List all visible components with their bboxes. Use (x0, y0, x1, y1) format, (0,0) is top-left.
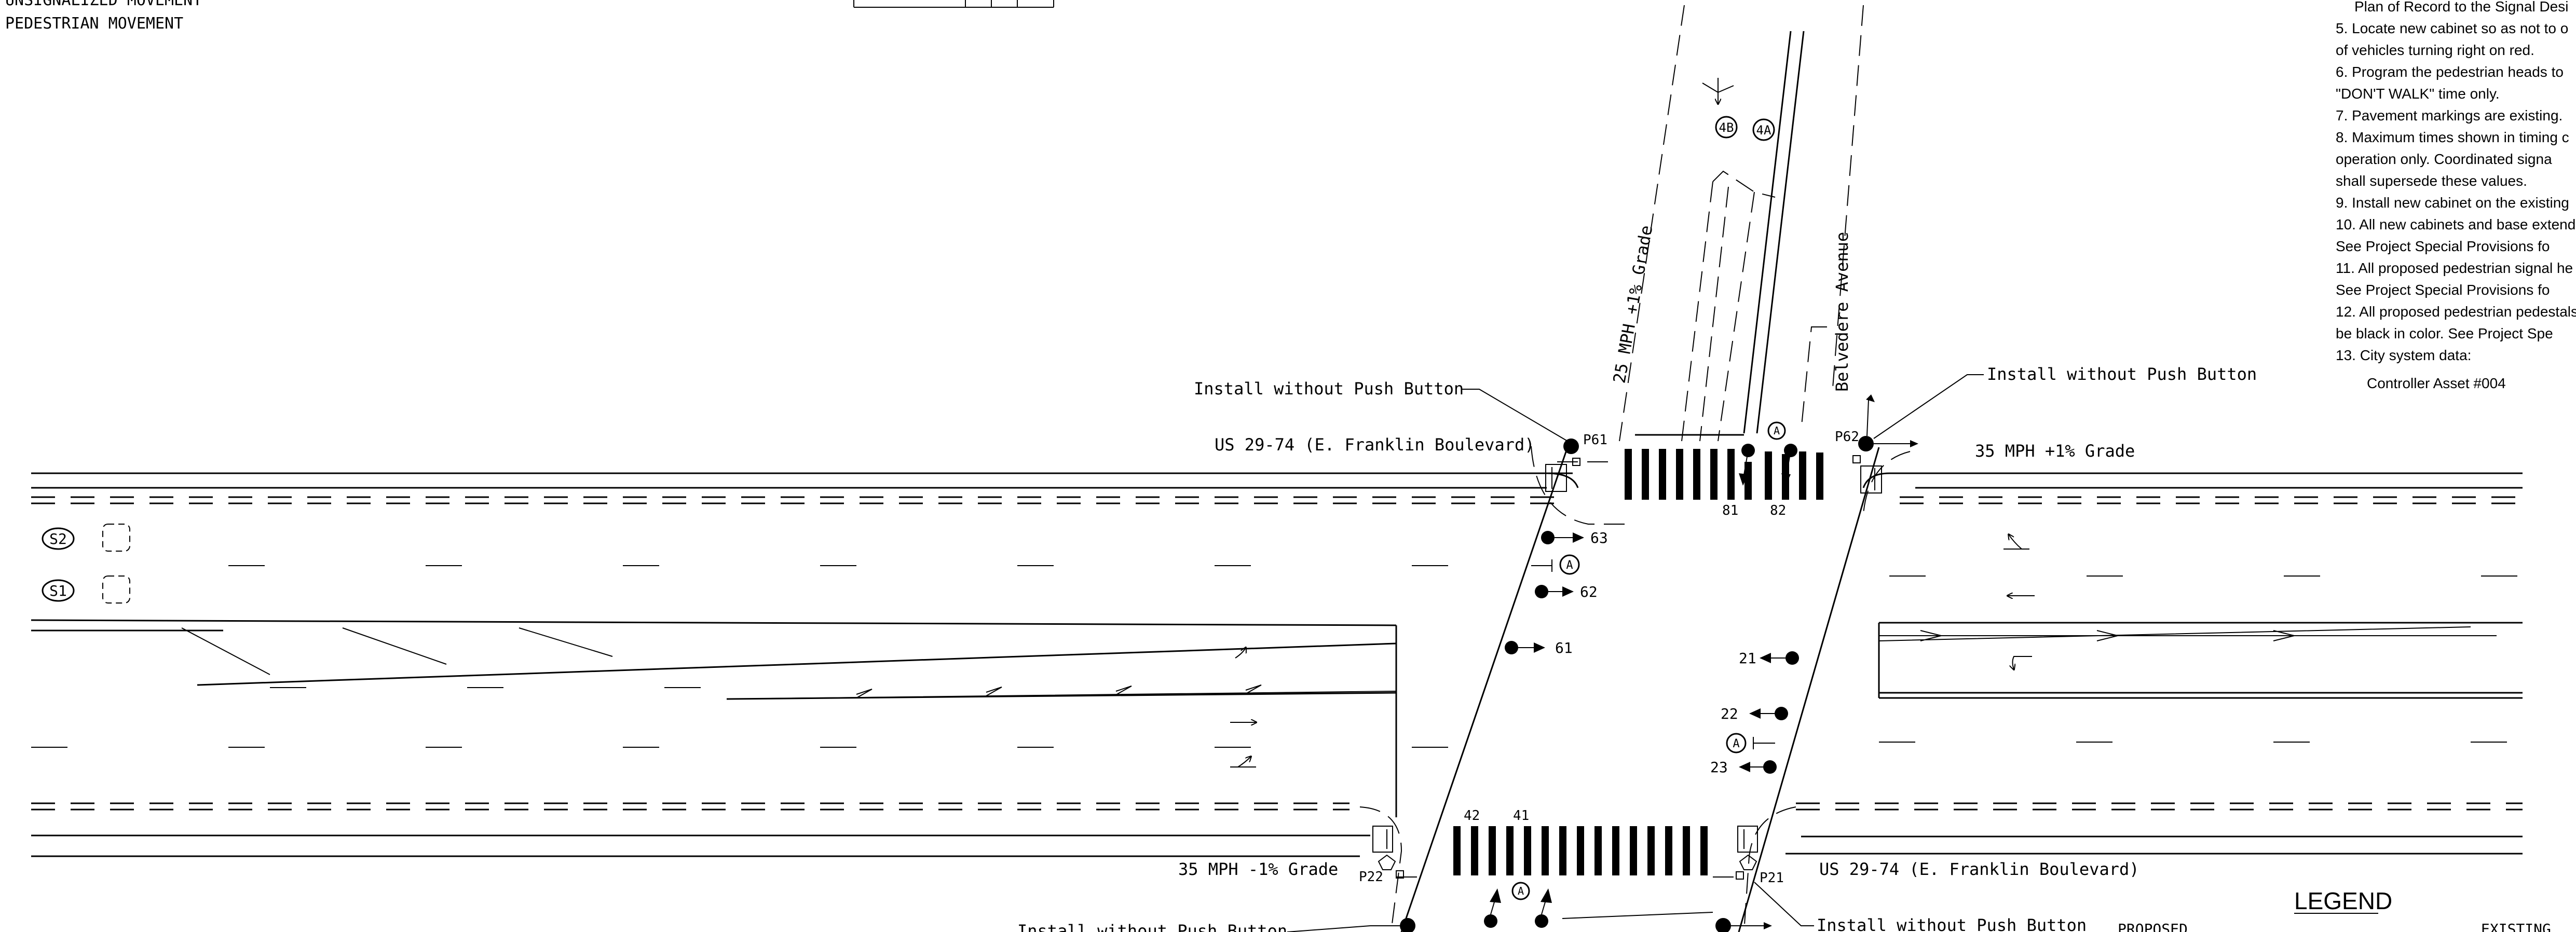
signal-head-63: 63 (1541, 529, 1608, 546)
svg-text:A: A (1774, 424, 1780, 437)
svg-text:22: 22 (1721, 705, 1738, 722)
note-line: shall supersede these values. (2336, 173, 2527, 189)
svg-text:Install without Push Button: Install without Push Button (1194, 379, 1464, 399)
note-line: Controller Asset #004 (2367, 375, 2506, 391)
signal-head-22: 22 (1721, 705, 1788, 722)
signal-head-41: 41 A (1511, 808, 1552, 928)
grade-label-east: 35 MPH +1% Grade (1975, 441, 2135, 461)
callout-sw: Install without Push Button (1017, 921, 1371, 932)
svg-text:P61: P61 (1583, 432, 1607, 448)
signal-head-82: 82 A (1767, 421, 1797, 518)
svg-text:A: A (1733, 737, 1739, 750)
svg-text:23: 23 (1710, 759, 1728, 776)
legend-title: LEGEND (2294, 887, 2392, 914)
marker-a-west: A (1531, 554, 1580, 575)
svg-text:21: 21 (1739, 650, 1756, 667)
signal-head-label-41: 41 (1513, 808, 1529, 824)
belvedere-avenue-leg: 4B 4A (1619, 5, 1864, 442)
ped-head-p61: P61 (1545, 432, 1609, 492)
grade-label-north: 25 MPH +1% Grade (1609, 224, 1656, 385)
svg-text:A: A (1566, 559, 1573, 572)
svg-text:Install without Push Button: Install without Push Button (1017, 921, 1287, 932)
street-label-us29-north: US 29-74 (E. Franklin Boulevard) (1215, 435, 1535, 455)
signal-head-42: 42 (1464, 808, 1501, 928)
callout-nw: Install without Push Button (1194, 379, 1568, 442)
street-label-us29-south: US 29-74 (E. Franklin Boulevard) (1819, 859, 2139, 879)
legend-note-unsignalized: UNSIGNALIZED MOVEMENT (5, 0, 202, 9)
ped-head-p21: P21 (1562, 826, 1784, 932)
svg-text:S1: S1 (49, 582, 67, 599)
signal-head-62: 62 (1535, 583, 1598, 600)
street-label-belvedere: Belvedere Avenue (1832, 232, 1852, 392)
svg-text:S2: S2 (49, 530, 67, 547)
signal-head-61: 61 (1505, 639, 1573, 656)
signal-head-23: 23 (1710, 759, 1777, 776)
south-crosswalk (1453, 826, 1708, 875)
svg-text:P22: P22 (1359, 869, 1383, 885)
svg-text:P62: P62 (1835, 429, 1859, 445)
svg-text:62: 62 (1580, 583, 1598, 600)
svg-text:A: A (1518, 885, 1524, 897)
us29-roadway (31, 472, 2523, 857)
note-line: 8. Maximum times shown in timing c (2336, 129, 2569, 145)
note-line: See Project Special Provisions fo (2336, 282, 2550, 298)
lane-marker-s2: S2 (42, 524, 130, 552)
legend-note-pedestrian: PEDESTRIAN MOVEMENT (5, 15, 183, 33)
signal-head-21: 21 (1739, 650, 1799, 667)
timing-table-fragment (853, 0, 1054, 8)
ped-head-p22: P22 (1359, 826, 1417, 932)
note-line: 12. All proposed pedestrian pedestals (2336, 304, 2576, 320)
legend-block: LEGEND PROPOSED EXISTING (2118, 887, 2551, 932)
note-line: 10. All new cabinets and base extend (2336, 216, 2575, 232)
callout-se: Install without Push Button (1754, 882, 2087, 932)
svg-text:61: 61 (1555, 639, 1573, 656)
svg-text:Install without Push Button: Install without Push Button (1817, 915, 2087, 932)
lane-marker-s1: S1 (42, 575, 130, 604)
svg-text:Install without Push Button: Install without Push Button (1987, 364, 2257, 384)
north-crosswalk (1625, 449, 1823, 500)
signal-head-label-42: 42 (1464, 808, 1480, 824)
note-line: operation only. Coordinated signa (2336, 151, 2552, 167)
note-line: 13. City system data: (2336, 347, 2471, 363)
callout-ne: Install without Push Button (1873, 364, 2257, 439)
signal-head-label-4a: 4A (1756, 123, 1771, 138)
note-line: "DON'T WALK" time only. (2336, 86, 2500, 102)
legend-existing: EXISTING (2481, 921, 2551, 932)
signal-head-label-4b: 4B (1719, 120, 1734, 135)
note-line: 7. Pavement markings are existing. (2336, 107, 2563, 124)
note-line: 9. Install new cabinet on the existing (2336, 195, 2569, 211)
svg-text:82: 82 (1770, 503, 1786, 518)
note-line: be black in color. See Project Spe (2336, 325, 2553, 341)
note-line: of vehicles turning right on red. (2336, 42, 2534, 58)
legend-proposed: PROPOSED (2118, 921, 2188, 932)
note-line: 5. Locate new cabinet so as not to o (2336, 20, 2568, 36)
crosswalk-boundaries (1359, 446, 1911, 932)
marker-a-east: A (1726, 733, 1775, 753)
svg-text:P21: P21 (1760, 870, 1784, 886)
note-line: See Project Special Provisions fo (2336, 238, 2550, 254)
ped-head-p62: P62 (1835, 394, 1918, 494)
grade-label-west: 35 MPH -1% Grade (1178, 859, 1338, 879)
pavement-arrows (1230, 534, 2035, 767)
notes-list: Plan of Record to the Signal Desi 5. Loc… (2336, 0, 2576, 391)
note-line: 6. Program the pedestrian heads to (2336, 64, 2564, 80)
note-line: Plan of Record to the Signal Desi (2354, 0, 2568, 15)
svg-text:81: 81 (1722, 503, 1738, 518)
svg-text:63: 63 (1590, 529, 1608, 546)
note-line: 11. All proposed pedestrian signal he (2336, 260, 2573, 276)
signal-head-81: 81 (1722, 444, 1755, 518)
